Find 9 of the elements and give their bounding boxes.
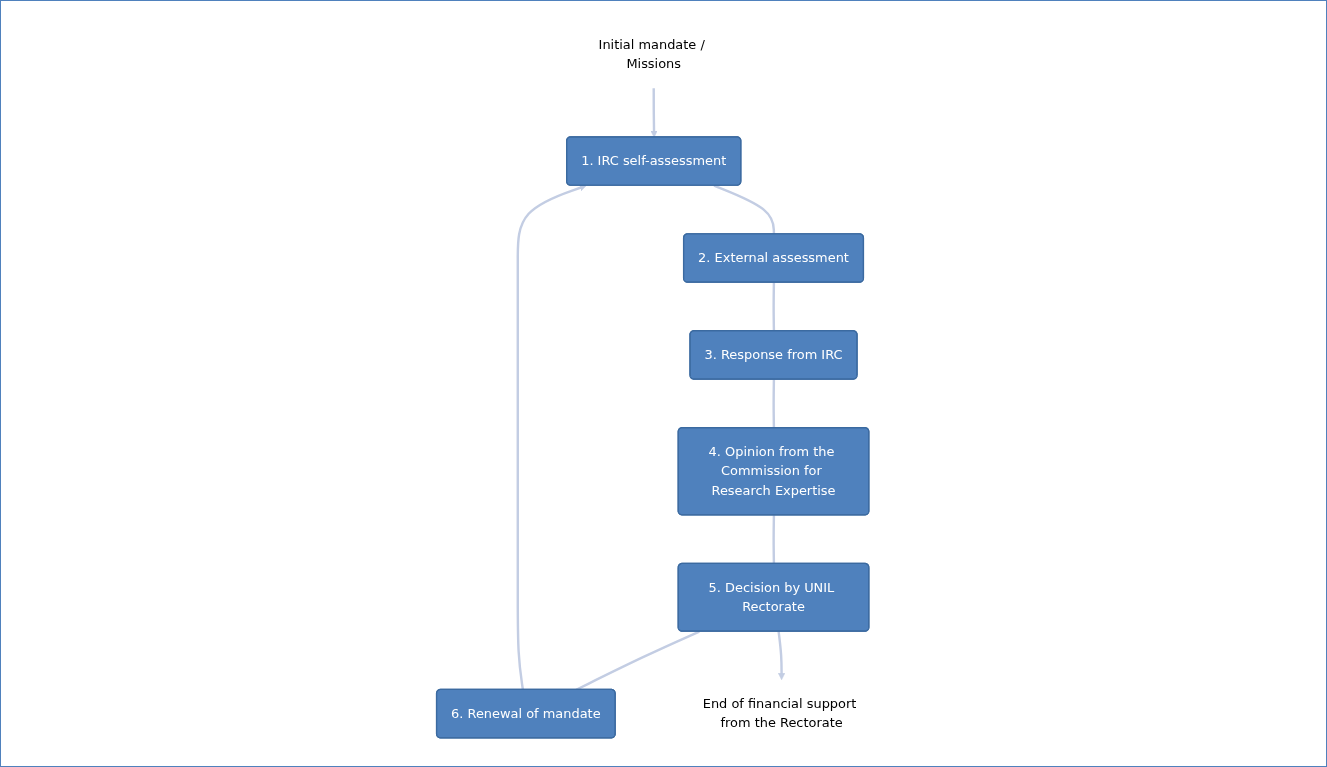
node-text: End of financial support from the Rectorate xyxy=(702,695,856,731)
connector xyxy=(771,379,775,428)
connector xyxy=(771,514,775,564)
arrow xyxy=(776,630,785,680)
connector xyxy=(771,282,775,331)
arrow xyxy=(516,183,586,690)
arrow xyxy=(649,87,658,137)
connector xyxy=(713,184,775,234)
node-text: Initial mandate / Missions xyxy=(598,36,705,71)
